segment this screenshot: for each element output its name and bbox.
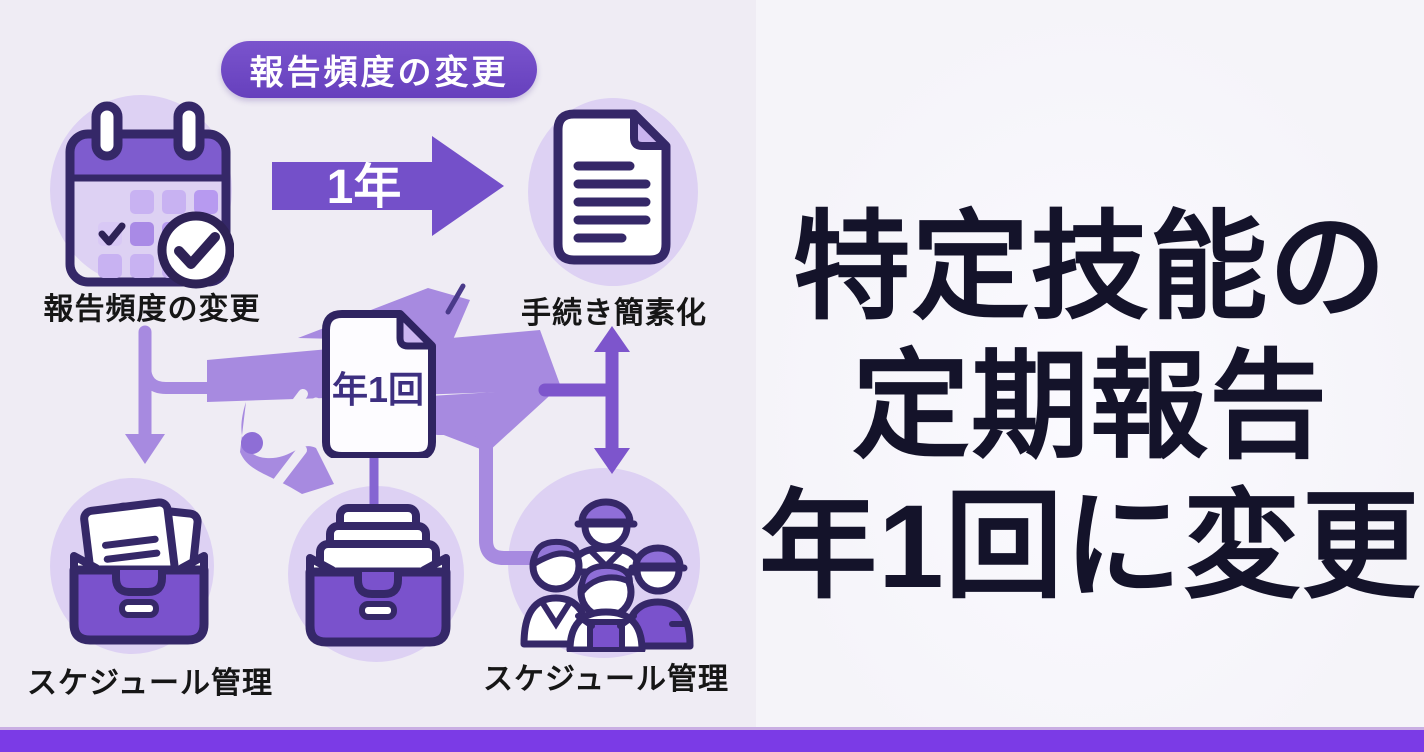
simplify-label: 手続き簡素化: [521, 297, 707, 330]
headline-panel: 特定技能の 定期報告 年1回に変更: [756, 0, 1424, 752]
bottom-accent-bar: [0, 727, 1424, 752]
schedule-left-label: スケジュール管理: [27, 667, 273, 700]
arrow-label: 1年: [327, 161, 402, 214]
right-arrow-icon: 1年: [272, 136, 504, 236]
document-lines-icon: [553, 109, 671, 265]
worker-front: [566, 562, 646, 652]
badge-label: 報告頻度の変更: [249, 54, 509, 92]
diagram-panel: 報告頻度の変更 報告頻度の変更: [27, 41, 729, 700]
headline-line-3: 年1回に変更: [759, 480, 1421, 613]
worker-right: [622, 544, 694, 650]
calendar-label: 報告頻度の変更: [43, 293, 261, 326]
doc-to-workers-connector: [431, 421, 545, 565]
archive-tray-icon: [305, 504, 451, 647]
dot-decoration: [241, 432, 263, 454]
workers-group-icon: [520, 498, 694, 652]
worker-back: [568, 498, 644, 576]
calendar-check-icon: [65, 101, 234, 289]
double-arrow-icon: [538, 326, 630, 474]
date-checkmark: [98, 222, 126, 246]
annual-doc-label: 年1回: [332, 369, 424, 410]
annual-report-doc-icon: 年1回: [322, 310, 436, 458]
inbox-papers-icon: [69, 498, 209, 645]
slash-decoration: [445, 283, 466, 315]
down-arrow-icon: [125, 325, 218, 464]
headline-line-1: 特定技能の: [792, 202, 1388, 335]
badge-reporting-frequency: 報告頻度の変更: [221, 41, 537, 98]
headline-line-2: 定期報告: [851, 341, 1328, 474]
check-badge-circle: [157, 211, 234, 289]
schedule-right-label: スケジュール管理: [483, 663, 729, 696]
